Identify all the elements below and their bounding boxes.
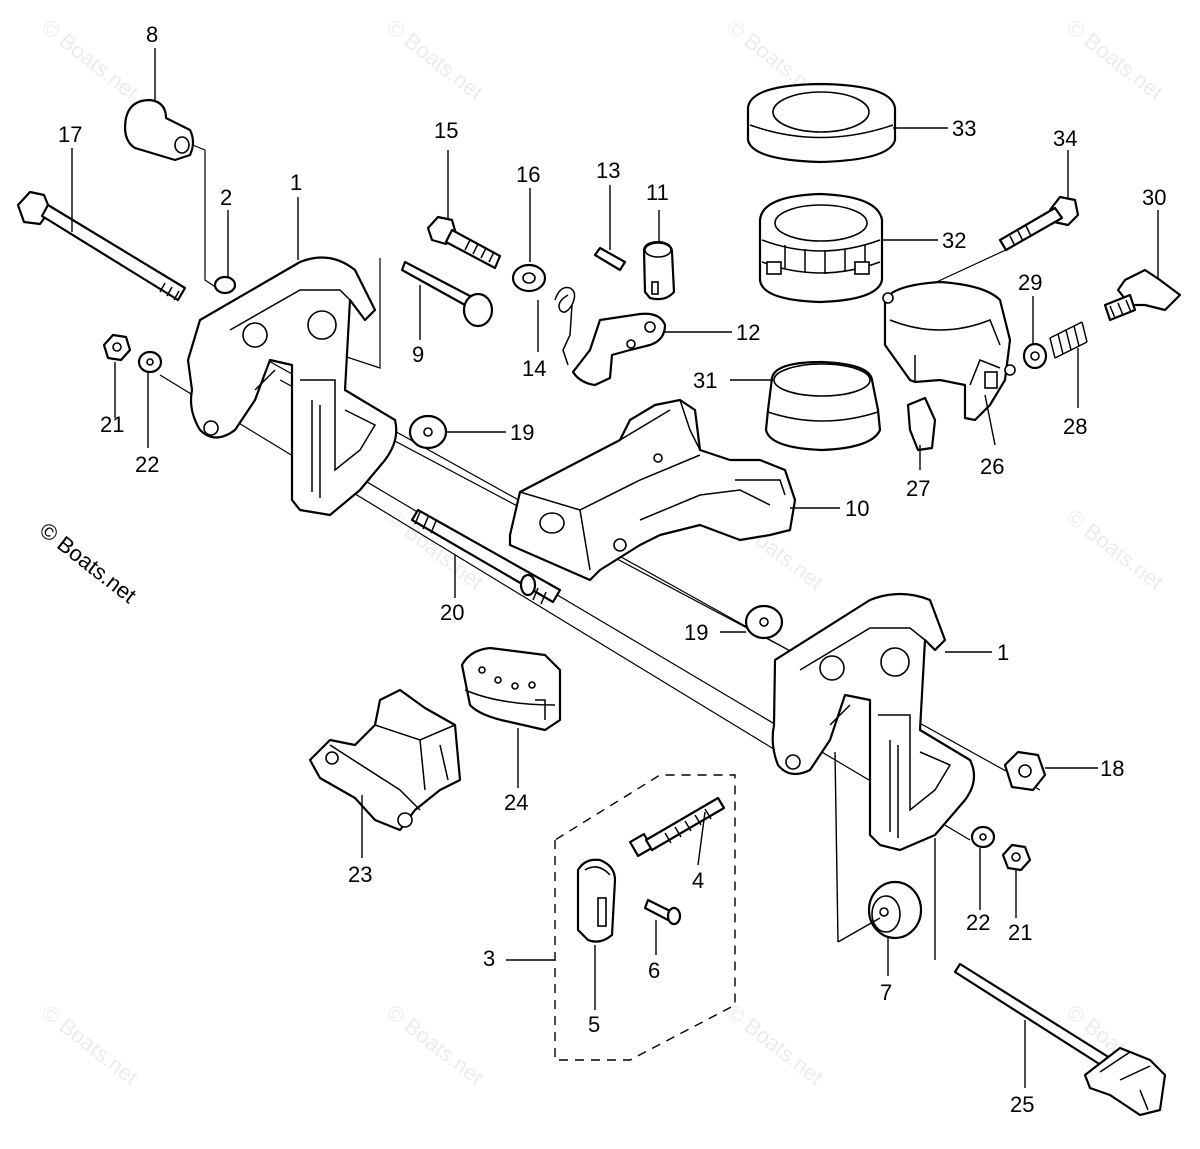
part-7-grommet [867,880,923,940]
callout-18: 18 [1100,756,1124,781]
callout-19-lower: 19 [684,620,708,645]
part-17-long-bolt [16,190,187,302]
part-30-wing-bolt [1103,268,1182,322]
watermark: © Boats.net [382,14,488,105]
callout-13: 13 [596,158,620,183]
callout-22-left: 22 [135,452,159,477]
callout-21-right: 21 [1008,920,1032,945]
part-21-nut-right [1001,843,1032,872]
callout-22-right: 22 [966,910,990,935]
callout-6: 6 [648,958,660,983]
part-27-block [906,396,937,452]
callout-4: 4 [692,868,704,893]
callout-1-lower: 1 [997,640,1009,665]
part-6-pin [643,898,682,926]
callout-26: 26 [980,454,1004,479]
callout-29: 29 [1018,270,1042,295]
callout-14: 14 [522,356,546,381]
callout-19-upper: 19 [510,420,534,445]
callout-21-left: 21 [100,412,124,437]
callout-16: 16 [516,162,540,187]
callout-8: 8 [146,22,158,47]
part-24-bushing [460,646,562,732]
callout-23: 23 [348,862,372,887]
callout-10: 10 [845,496,869,521]
callout-31: 31 [693,368,717,393]
part-19-washer-lower [744,604,784,640]
part-33-ring [746,82,897,164]
part-29-washer [1022,342,1048,370]
leader-lines [71,48,1159,1088]
callout-33: 33 [952,116,976,141]
watermark: © Boats.net [37,999,143,1090]
watermark: © Boats.net [722,999,828,1090]
part-10-swivel-bracket [508,398,797,582]
callout-2: 2 [220,185,232,210]
part-12-lever [571,312,667,387]
callout-28: 28 [1063,414,1087,439]
part-4-screw [628,796,726,858]
callout-7: 7 [880,980,892,1005]
part-5-pad [576,858,617,943]
part-21-nut-left [102,333,132,362]
part-1-lower-clamp-bracket [771,592,976,852]
part-19-washer-upper [408,414,448,450]
callout-24: 24 [504,790,528,815]
callout-20: 20 [440,600,464,625]
callout-5: 5 [588,1012,600,1037]
callout-11: 11 [646,180,669,205]
watermark: © Boats.net [1062,14,1168,105]
part-22-washer-left [137,350,163,374]
callout-17: 17 [58,122,82,147]
part-28-spring [1049,321,1088,359]
part-14-spring [554,286,576,366]
part-23-support [308,688,462,832]
callout-27: 27 [906,476,930,501]
callout-12: 12 [736,320,760,345]
part-16-washer [511,263,547,293]
part-2-o-ring [213,275,237,295]
part-8-grommet [123,98,195,162]
part-15-bolt [426,215,502,270]
part-22-washer-right [970,825,996,849]
callout-15: 15 [434,118,458,143]
part-9-pin [400,260,494,328]
part-25-cable [953,962,1167,1117]
part-20-threaded-rod [410,508,562,605]
part-1-upper-clamp-bracket [186,256,398,517]
watermark: © Boats.net [382,999,488,1090]
part-34-bolt [998,195,1080,252]
callout-3: 3 [483,946,495,971]
brand-label: © Boats.net [35,517,141,608]
callout-25: 25 [1010,1092,1034,1117]
part-11-collar [642,240,676,301]
watermark: © Boats.net [37,14,143,105]
callout-1-upper: 1 [290,170,302,195]
callout-9: 9 [412,342,424,367]
callout-32: 32 [942,228,966,253]
part-18-nut [1003,750,1047,792]
callout-30: 30 [1142,185,1166,210]
callout-34: 34 [1053,126,1077,151]
part-13-pin [593,246,627,272]
callout-labels: 8 17 2 1 21 22 9 15 16 13 11 12 14 19 10… [58,22,1166,1117]
watermark: © Boats.net [1062,504,1168,595]
part-32-bearing [758,192,884,304]
part-26-steering-bracket [882,280,1016,422]
part-31-bushing [764,360,882,452]
